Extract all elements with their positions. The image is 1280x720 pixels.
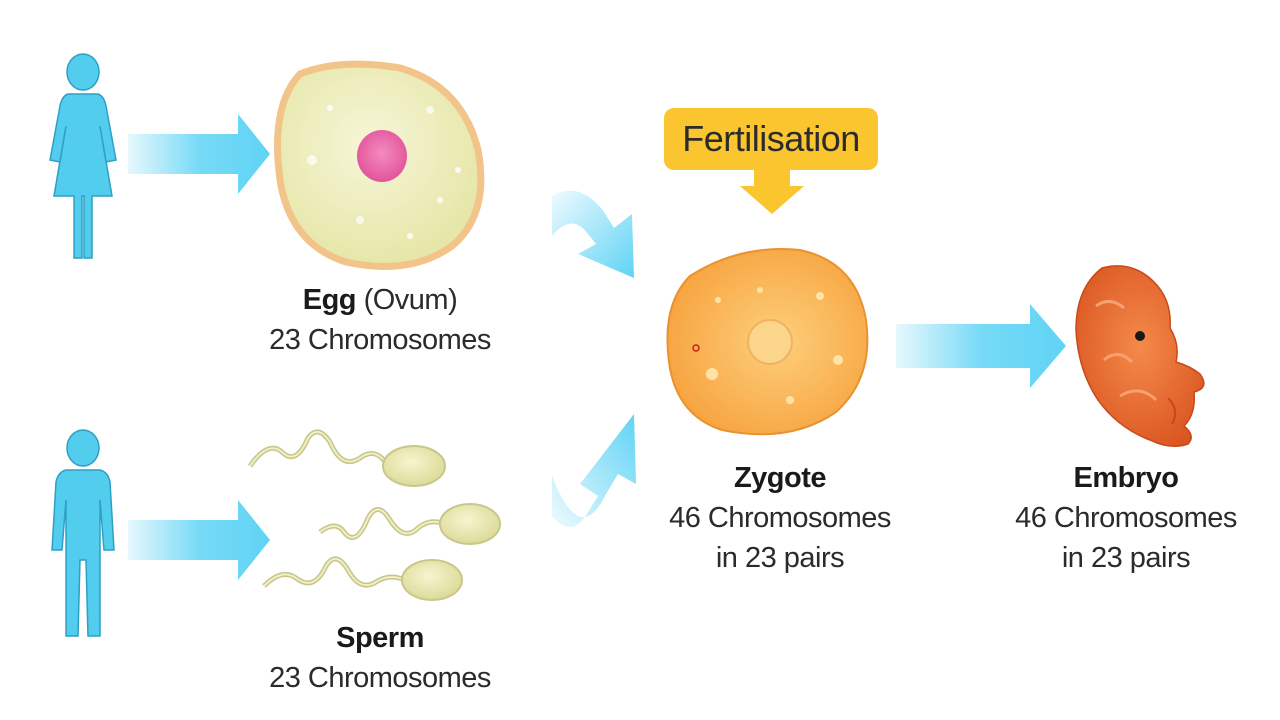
egg-subtitle: (Ovum) [363,284,458,316]
egg-chromosomes: 23 Chromosomes [269,324,491,356]
embryo-label: Embryo 46 Chromosomes in 23 pairs [976,458,1276,578]
arrow-egg-to-zygote [552,190,634,278]
zygote-title: Zygote [733,462,827,494]
embryo-figure [1075,265,1205,447]
sperm-chromosomes: 23 Chromosomes [269,662,491,694]
male-figure-icon [51,429,115,637]
embryo-title: Embryo [1073,462,1179,494]
callout-text: Fertilisation [682,118,860,159]
embryo-chromosomes: 46 Chromosomes [1015,502,1237,534]
fertilisation-callout: Fertilisation [664,108,878,170]
sperm-cell [262,556,463,601]
sperm-label: Sperm 23 Chromosomes [230,618,530,698]
arrow-male-to-sperm [128,500,270,580]
egg-title: Egg [302,284,357,316]
zygote-cell [666,248,869,436]
egg-label: Egg (Ovum) 23 Chromosomes [230,280,530,360]
callout-pointer [740,168,804,214]
egg-cell [274,60,485,270]
zygote-chromosomes: 46 Chromosomes [669,502,891,534]
embryo-pairs: in 23 pairs [1061,542,1191,574]
zygote-label: Zygote 46 Chromosomes in 23 pairs [630,458,930,578]
arrow-female-to-egg [128,114,270,194]
egg-nucleus [357,130,407,182]
sperm-cell [318,503,501,545]
arrow-sperm-to-zygote [552,414,636,528]
embryo-eye [1135,331,1145,341]
sperm-cell [247,429,446,487]
arrow-zygote-to-embryo [896,304,1066,388]
female-figure-icon [49,53,117,259]
sperm-title: Sperm [336,622,424,654]
zygote-pairs: in 23 pairs [715,542,845,574]
